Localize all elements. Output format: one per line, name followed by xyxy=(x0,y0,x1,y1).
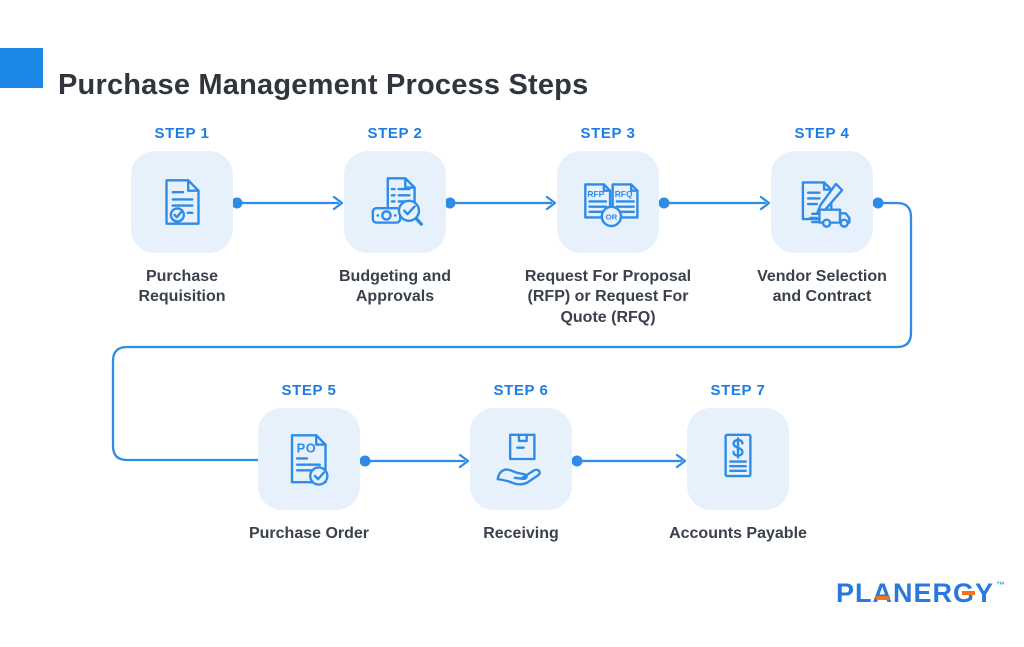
step-5-purchase-order: STEP 5 PO Purchase Order xyxy=(224,382,394,544)
step-4-label: Vendor Selection and Contract xyxy=(757,268,887,306)
document-check-icon xyxy=(165,179,200,225)
step-7-label: Accounts Payable xyxy=(669,525,807,542)
step-2-iconbox xyxy=(344,151,446,253)
step-2-label: Budgeting and Approvals xyxy=(339,268,451,306)
page-title: Purchase Management Process Steps xyxy=(58,69,589,102)
step-7-iconbox xyxy=(687,408,789,510)
budget-magnifier-icon xyxy=(371,177,423,226)
step-3-label: Request For Proposal (RFP) or Request Fo… xyxy=(524,268,692,326)
step-5-badge: STEP 5 xyxy=(281,382,337,399)
hand-receiving-box-icon xyxy=(496,433,541,486)
step-3-rfp-rfq: STEP 3 RFP RFQ OR Request For Proposal (… xyxy=(508,125,708,328)
invoice-dollar-icon xyxy=(724,433,752,478)
step-1-badge: STEP 1 xyxy=(154,125,210,142)
step-3-badge: STEP 3 xyxy=(580,125,636,142)
accent-square xyxy=(0,48,43,88)
step-1-purchase-requisition: STEP 1 Purchase Requisition xyxy=(107,125,257,308)
step-2-badge: STEP 2 xyxy=(367,125,423,142)
step-5-label: Purchase Order xyxy=(248,525,370,542)
contract-pen-truck-icon xyxy=(801,181,851,228)
rfp-doc-label: RFP xyxy=(587,189,604,199)
purchase-order-check-icon: PO xyxy=(290,434,329,486)
step-4-vendor-selection: STEP 4 Vendor Selection and Contract xyxy=(737,125,907,308)
step-4-badge: STEP 4 xyxy=(794,125,850,142)
rfp-rfq-documents-icon: RFP RFQ OR xyxy=(584,183,639,228)
step-1-iconbox xyxy=(131,151,233,253)
or-circle-label: OR xyxy=(606,212,618,221)
step-4-iconbox xyxy=(771,151,873,253)
step-6-iconbox xyxy=(470,408,572,510)
step-3-iconbox: RFP RFQ OR xyxy=(557,151,659,253)
trademark-symbol: ™ xyxy=(996,580,1006,590)
po-doc-label: PO xyxy=(297,440,317,455)
step-1-label: Purchase Requisition xyxy=(138,268,226,306)
rfq-doc-label: RFQ xyxy=(615,189,633,199)
step-7-accounts-payable: STEP 7 Accounts Payable xyxy=(648,382,828,544)
step-6-badge: STEP 6 xyxy=(493,382,549,399)
step-6-label: Receiving xyxy=(483,525,559,542)
step-7-badge: STEP 7 xyxy=(710,382,766,399)
step-6-receiving: STEP 6 Receiving xyxy=(446,382,596,544)
step-5-iconbox: PO xyxy=(258,408,360,510)
step-2-budgeting-approvals: STEP 2 Budgeting and Approvals xyxy=(320,125,470,308)
